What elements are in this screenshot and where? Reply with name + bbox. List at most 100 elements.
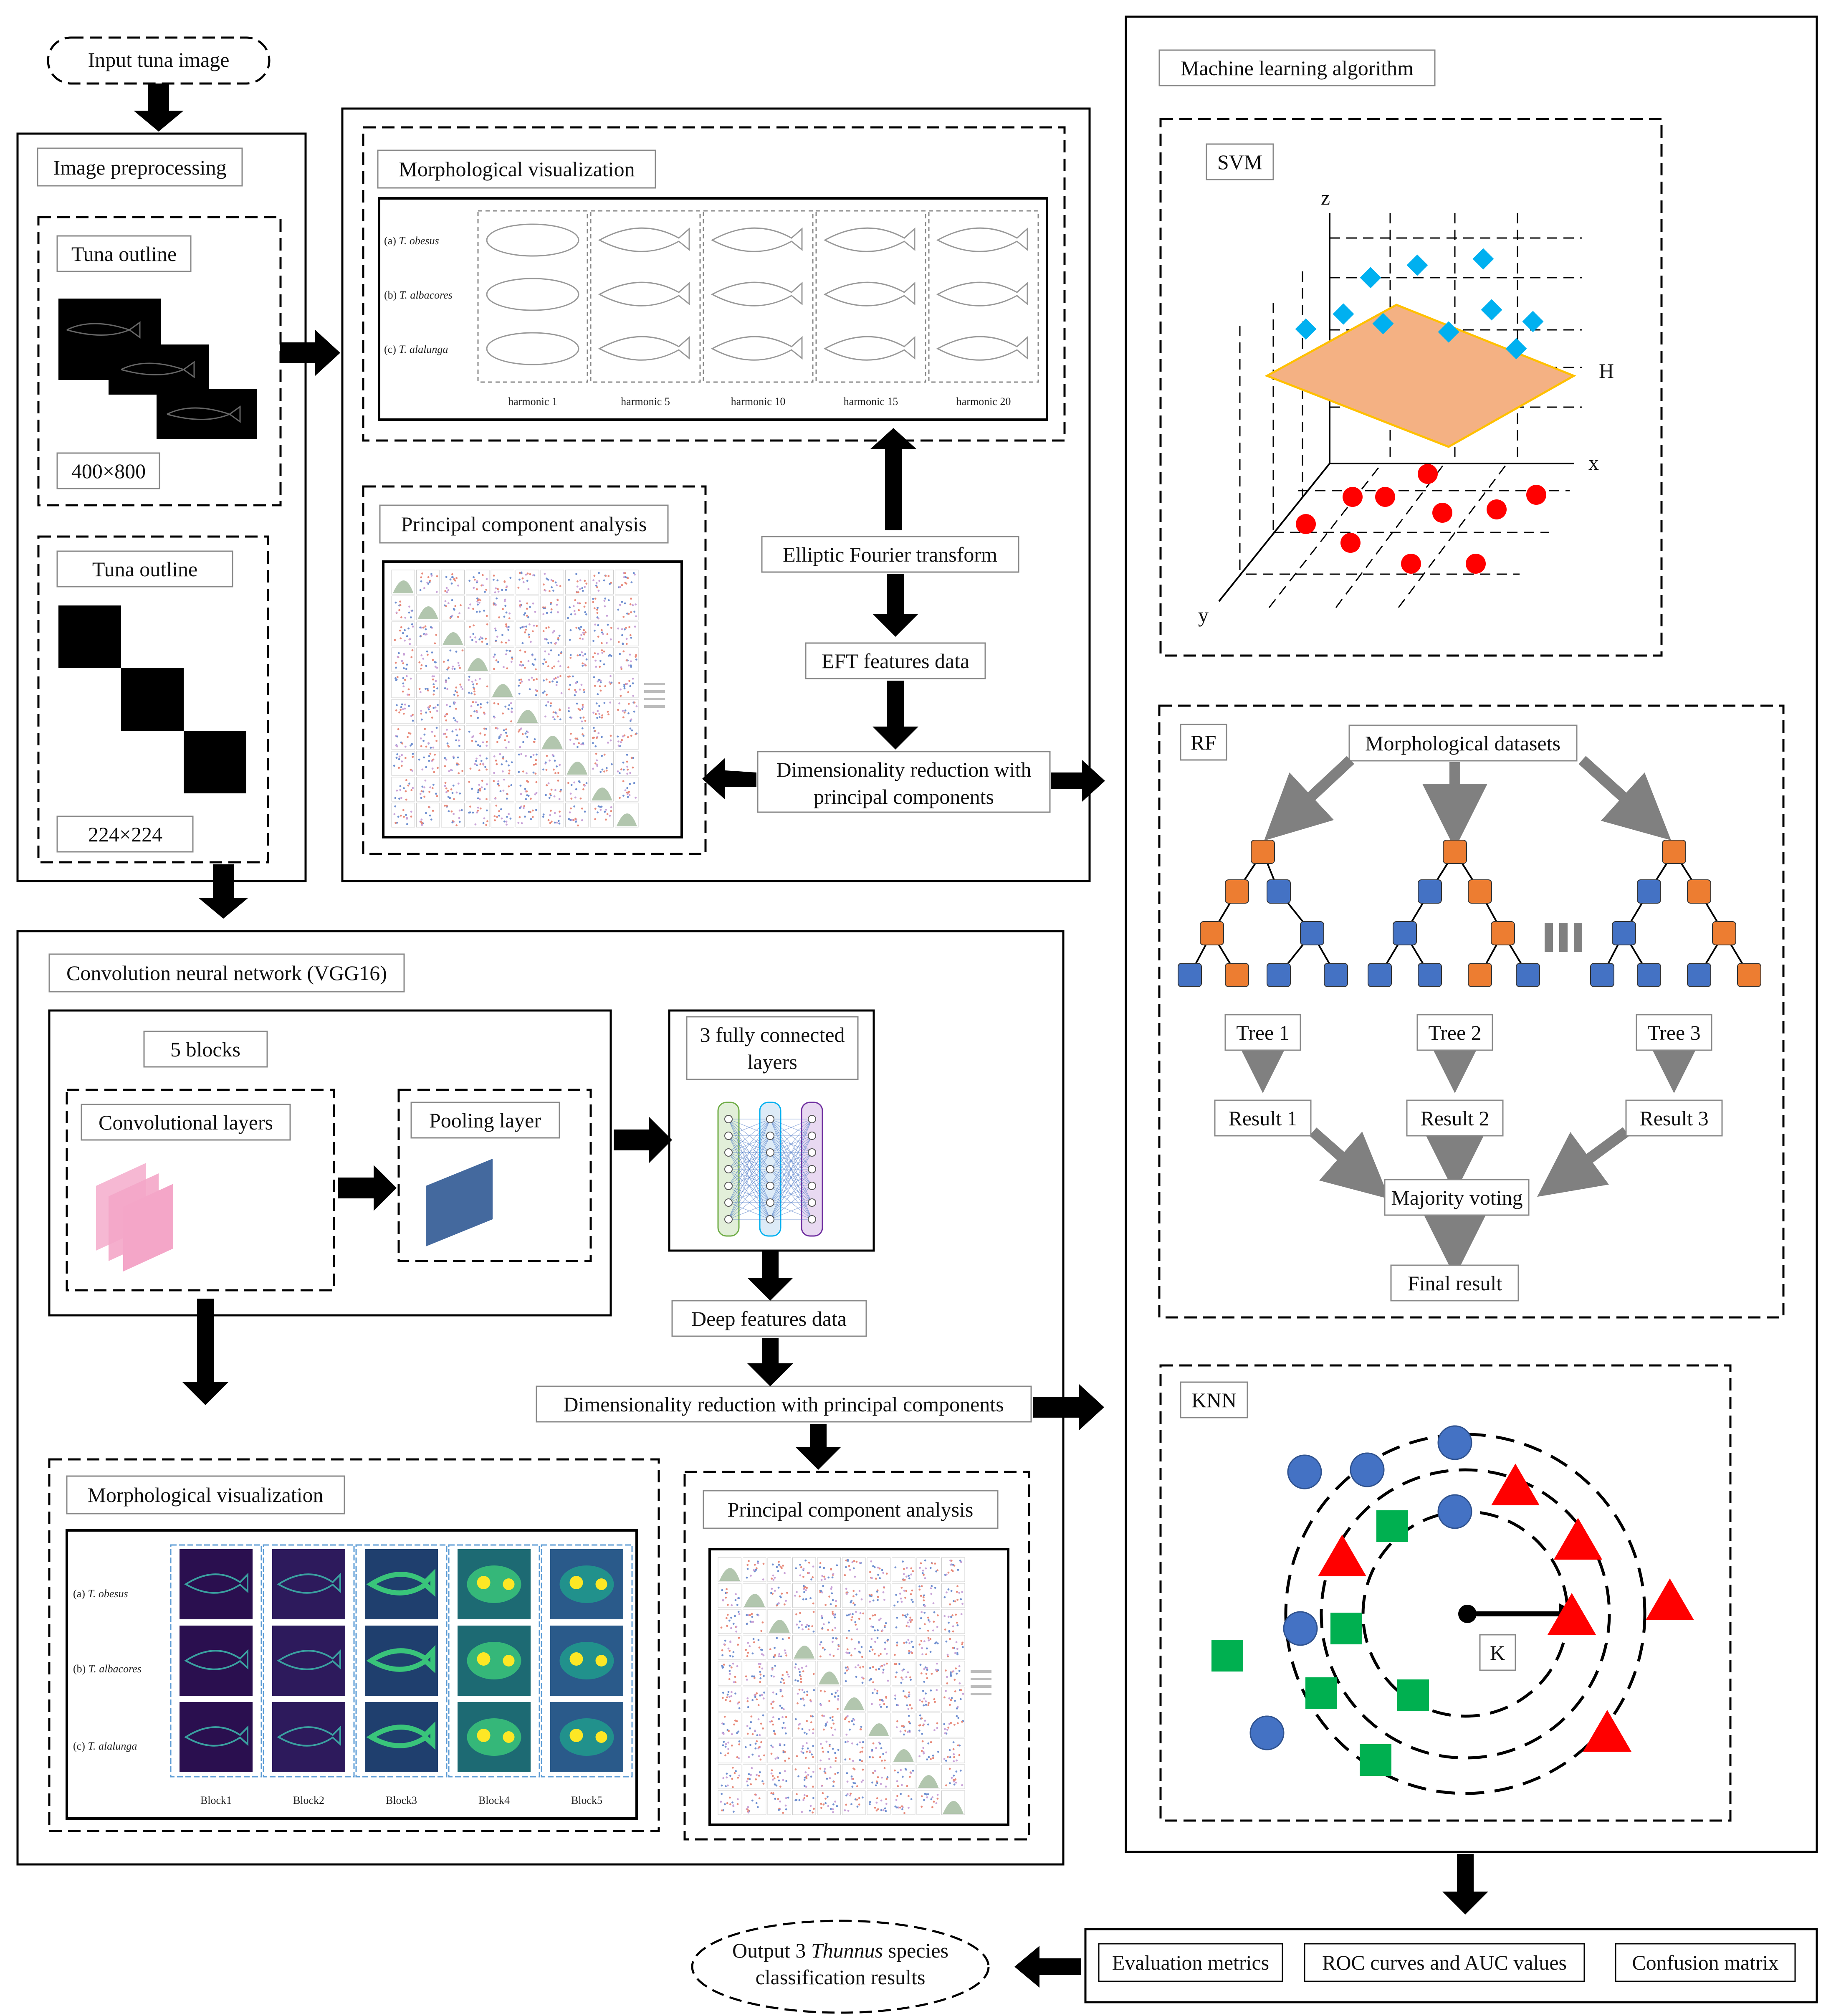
pooling-layer-icon [426,1159,493,1246]
pca-point [799,1563,801,1566]
pca-point [607,711,609,713]
svm-axis-x: x [1588,451,1599,474]
pca-point [579,797,582,800]
pca-point [961,1646,964,1648]
pca-legend-line [644,690,665,693]
pca-point [821,1575,824,1577]
pca-point [852,1760,854,1762]
pca-point [493,575,495,577]
pca-point [873,1688,876,1691]
pca-point [530,641,532,643]
pca-cell [441,673,465,698]
pca-point [579,579,582,582]
fish-outline-icon [167,405,241,423]
pca-point [479,678,481,680]
pca-point [609,815,611,817]
pca-point [732,1651,735,1654]
pca-point [850,1601,852,1603]
pca-point [896,1616,898,1619]
pca-point [812,1611,815,1613]
pca-point [830,1808,832,1810]
pca-point [409,643,411,645]
harmonic-panel [590,210,701,383]
pca-point [806,1795,808,1797]
pca-point [961,1641,964,1644]
pca-point [477,791,479,793]
pca-point [828,1700,830,1702]
pca-point [769,1720,771,1723]
pca-point [423,795,426,798]
pca-point [599,771,602,773]
pca-point [460,809,463,811]
pca-point [746,1697,749,1699]
pca-point [433,689,435,692]
pca-point [576,580,579,583]
pca-cell [441,725,465,750]
pca-point [883,1664,885,1666]
pca-point [885,1803,888,1805]
pca-point [908,1625,910,1628]
pca-point [736,1798,739,1801]
pca-point [827,1805,830,1807]
pca-point [535,763,537,765]
pca-point [536,678,538,680]
pca-point [885,1778,888,1780]
activation-blob [559,1718,614,1756]
pca-point [412,714,414,716]
pca-point [425,688,427,690]
pca-point [506,626,508,629]
pca-point [410,677,412,680]
block-panel [448,1544,540,1778]
pca-point [763,1675,765,1677]
fc-neuron [724,1148,733,1157]
pca-point [445,681,447,683]
pca-point [934,1587,936,1589]
pca-point [420,737,422,740]
pca-point [493,702,496,704]
pca-point [603,753,606,756]
pca-point [780,1655,782,1658]
pca-point [945,1690,947,1692]
pca-point [935,1570,938,1573]
pca-point [772,1723,774,1726]
pca-point [855,1593,857,1596]
pca-point [927,1616,929,1619]
pca-point [550,641,552,644]
pca-point [447,790,449,792]
pca-point [458,745,460,747]
pca-point [954,1600,956,1603]
pca-point [576,591,578,593]
pca-point [405,814,407,816]
activation-blob [559,1642,614,1679]
block-label: Block2 [293,1794,324,1806]
pca-point [893,1604,896,1607]
pca-point [558,634,561,637]
pca-point [822,1728,825,1731]
activation-map [180,1626,253,1696]
input-label: Input tuna image [88,48,230,71]
pca-point [779,1800,781,1803]
pca-point [528,623,531,626]
pca-point [595,702,598,705]
pca-point [506,798,508,800]
pca-point [472,683,475,686]
pca-point [425,628,427,631]
flow-arrows [134,84,1488,1988]
knn-triangle-point [1554,1518,1602,1560]
pca-point [483,727,486,730]
fc-connection [728,1202,771,1220]
pca-point [468,676,470,678]
pca-point [909,1676,911,1679]
pca-point [601,717,603,719]
pca-point [569,675,571,678]
pca-cell [590,725,614,750]
pca-point [944,1732,946,1735]
pca-point [453,694,455,696]
pca-point [745,1649,747,1651]
svm-axis-y: y [1198,603,1209,627]
pca-point [925,1700,927,1702]
pca-point [470,705,473,707]
size-label-1: 400×800 [71,459,146,483]
pca-point [594,713,597,715]
pca-point [824,1772,827,1774]
